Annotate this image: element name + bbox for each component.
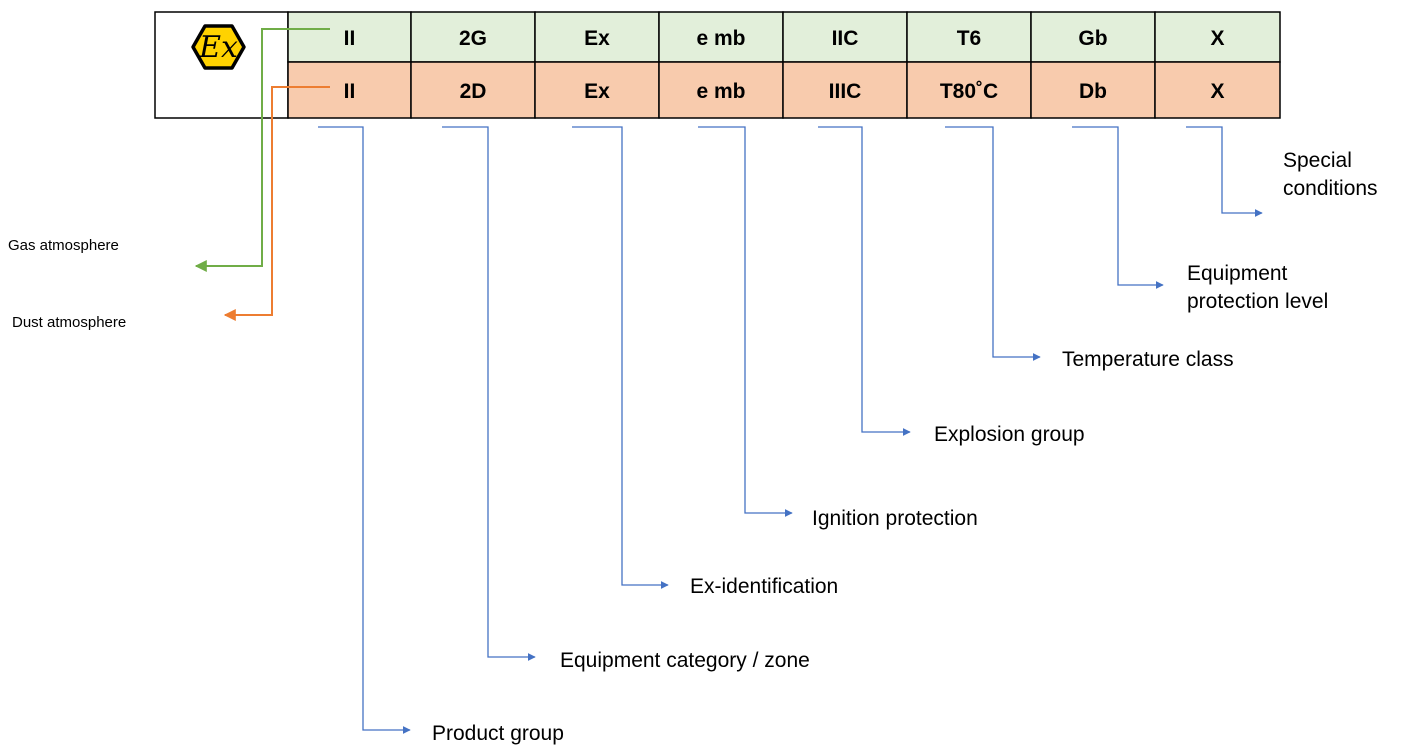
- gas-cell-ex-identification: [534, 11, 660, 63]
- dust-value-temperature-class: T80˚C: [940, 80, 998, 103]
- gas-value-explosion-group: IIC: [832, 27, 859, 50]
- field-labels: Product group Equipment category / zone Ex…: [432, 149, 1378, 745]
- dust-value-equipment-category: 2D: [460, 80, 487, 103]
- gas-value-equipment-category: 2G: [459, 27, 487, 50]
- gas-value-product-group: II: [344, 27, 356, 50]
- gas-cell-explosion-group: [782, 11, 908, 63]
- gas-cell-ignition-protection: [658, 11, 784, 63]
- dust-value-special-conditions: X: [1210, 80, 1224, 103]
- ignition-protection-label: Ignition protection: [812, 507, 978, 530]
- gas-value-special-conditions: X: [1210, 27, 1224, 50]
- explosion-group-label: Explosion group: [934, 423, 1085, 446]
- gas-connector: [194, 28, 330, 272]
- gas-value-equipment-protection-level: Gb: [1078, 27, 1107, 50]
- product-group-pointer: [318, 126, 411, 734]
- dust-cell-temperature-class: [906, 61, 1032, 119]
- dust-value-equipment-protection-level: Db: [1079, 80, 1107, 103]
- dust-marking-row: II 2D Ex e mb IIIC T80˚C Db X: [287, 61, 1281, 119]
- equipment-category-label: Equipment category / zone: [560, 649, 810, 672]
- dust-cell-explosion-group: [782, 61, 908, 119]
- ex-identification-pointer: [572, 126, 669, 589]
- gas-cell-temperature-class: [906, 11, 1032, 63]
- gas-value-ignition-protection: e mb: [696, 27, 745, 50]
- temperature-class-pointer: [945, 126, 1041, 361]
- equipment-protection-level-pointer: [1072, 126, 1164, 289]
- equipment-category-pointer: [442, 126, 536, 661]
- explosion-group-pointer: [818, 126, 911, 436]
- dust-cell-ex-identification: [534, 61, 660, 119]
- temperature-class-label: Temperature class: [1062, 348, 1234, 371]
- gas-value-ex-identification: Ex: [584, 27, 610, 50]
- dust-cell-equipment-protection-level: [1030, 61, 1156, 119]
- ex-hexagon-icon: Ex: [191, 24, 246, 70]
- dust-connector: [223, 86, 330, 321]
- dust-value-ignition-protection: e mb: [696, 80, 745, 103]
- ex-identification-label: Ex-identification: [690, 575, 838, 598]
- logo-cell: Ex: [154, 11, 289, 119]
- dust-value-product-group: II: [344, 80, 356, 103]
- gas-cell-special-conditions: [1154, 11, 1281, 63]
- gas-value-temperature-class: T6: [957, 27, 982, 50]
- ignition-protection-pointer: [698, 126, 793, 517]
- dust-value-explosion-group: IIIC: [829, 80, 862, 103]
- gas-marking-row: II 2G Ex e mb IIC T6 Gb X: [287, 11, 1281, 63]
- dust-cell-special-conditions: [1154, 61, 1281, 119]
- ex-logo-text: Ex: [198, 30, 238, 65]
- dust-cell-product-group: [287, 61, 412, 119]
- gas-cell-equipment-category: [410, 11, 536, 63]
- special-conditions-pointer: [1186, 126, 1263, 217]
- field-pointers: [318, 126, 1263, 734]
- dust-atmosphere-label: Dust atmosphere: [12, 314, 126, 331]
- dust-value-ex-identification: Ex: [584, 80, 610, 103]
- gas-atmosphere-label: Gas atmosphere: [8, 237, 119, 254]
- product-group-label: Product group: [432, 722, 564, 745]
